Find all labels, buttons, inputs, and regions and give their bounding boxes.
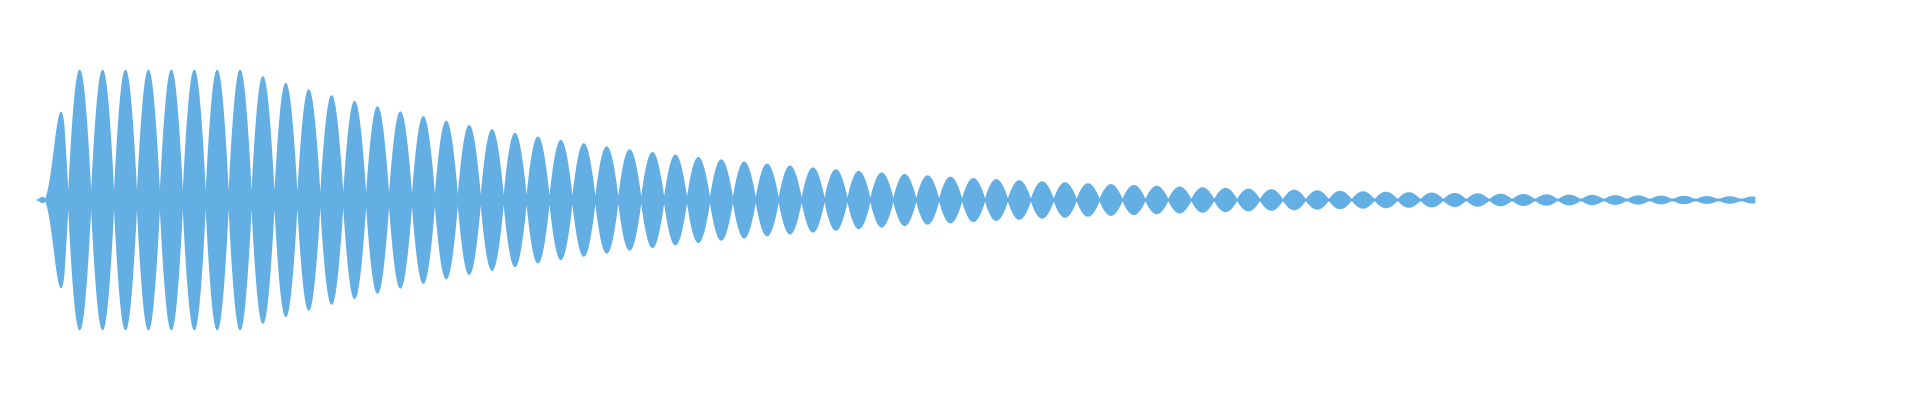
waveform-shape (35, 69, 1756, 331)
